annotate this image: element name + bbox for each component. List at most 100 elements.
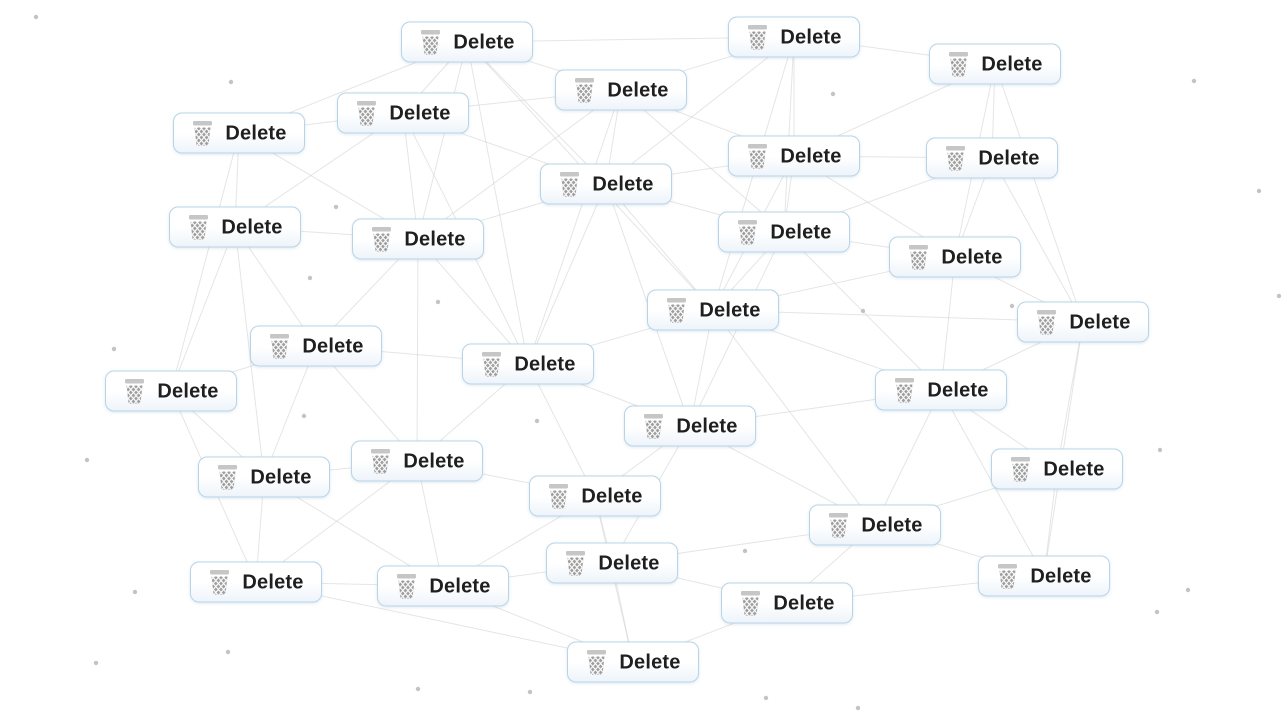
- trash-icon-glyph: [421, 30, 441, 55]
- delete-button[interactable]: Delete: [728, 16, 860, 58]
- trash-icon-glyph: [193, 121, 213, 146]
- trash-icon: [665, 297, 688, 324]
- delete-button[interactable]: Delete: [198, 456, 330, 498]
- delete-button[interactable]: Delete: [721, 582, 853, 624]
- delete-button-label: Delete: [699, 299, 761, 321]
- trash-icon: [996, 563, 1019, 590]
- delete-button[interactable]: Delete: [991, 448, 1123, 490]
- trash-icon-glyph: [482, 352, 502, 377]
- trash-icon: [736, 219, 759, 246]
- trash-icon: [191, 120, 214, 147]
- trash-icon-glyph: [218, 465, 238, 490]
- delete-button-label: Delete: [453, 31, 515, 53]
- trash-icon: [480, 351, 503, 378]
- delete-button-label: Delete: [404, 228, 466, 250]
- trash-icon-glyph: [667, 298, 687, 323]
- trash-icon: [746, 143, 769, 170]
- delete-button[interactable]: Delete: [401, 21, 533, 63]
- delete-button[interactable]: Delete: [929, 43, 1061, 85]
- trash-icon: [547, 483, 570, 510]
- delete-button-label: Delete: [157, 380, 219, 402]
- delete-button-label: Delete: [242, 571, 304, 593]
- delete-button-label: Delete: [403, 450, 465, 472]
- trash-icon: [216, 464, 239, 491]
- trash-icon: [187, 214, 210, 241]
- trash-icon-glyph: [741, 591, 761, 616]
- trash-icon-glyph: [1011, 457, 1031, 482]
- delete-button-label: Delete: [389, 102, 451, 124]
- trash-icon: [827, 512, 850, 539]
- delete-button[interactable]: Delete: [624, 405, 756, 447]
- trash-icon: [268, 333, 291, 360]
- trash-icon-glyph: [748, 25, 768, 50]
- trash-icon-glyph: [738, 220, 758, 245]
- delete-button-label: Delete: [773, 592, 835, 614]
- delete-button-label: Delete: [941, 246, 1003, 268]
- trash-icon-glyph: [895, 378, 915, 403]
- delete-button-label: Delete: [1030, 565, 1092, 587]
- trash-icon-glyph: [998, 564, 1018, 589]
- delete-button-label: Delete: [225, 122, 287, 144]
- delete-button-label: Delete: [780, 26, 842, 48]
- trash-icon: [573, 77, 596, 104]
- delete-button-label: Delete: [770, 221, 832, 243]
- trash-icon-glyph: [748, 144, 768, 169]
- delete-button[interactable]: Delete: [169, 206, 301, 248]
- delete-button[interactable]: Delete: [978, 555, 1110, 597]
- delete-button[interactable]: Delete: [926, 137, 1058, 179]
- delete-button[interactable]: Delete: [529, 475, 661, 517]
- trash-icon-glyph: [575, 78, 595, 103]
- trash-icon-glyph: [560, 172, 580, 197]
- delete-button-label: Delete: [607, 79, 669, 101]
- delete-button[interactable]: Delete: [718, 211, 850, 253]
- delete-button[interactable]: Delete: [250, 325, 382, 367]
- delete-button[interactable]: Delete: [809, 504, 941, 546]
- delete-button[interactable]: Delete: [647, 289, 779, 331]
- trash-icon-glyph: [270, 334, 290, 359]
- delete-button-label: Delete: [861, 514, 923, 536]
- delete-button[interactable]: Delete: [875, 369, 1007, 411]
- trash-icon: [739, 590, 762, 617]
- trash-icon: [893, 377, 916, 404]
- trash-icon-glyph: [397, 574, 417, 599]
- delete-button[interactable]: Delete: [728, 135, 860, 177]
- trash-icon-glyph: [566, 551, 586, 576]
- delete-button[interactable]: Delete: [351, 440, 483, 482]
- trash-icon-glyph: [357, 101, 377, 126]
- trash-icon-glyph: [189, 215, 209, 240]
- delete-button-label: Delete: [250, 466, 312, 488]
- trash-icon: [370, 226, 393, 253]
- trash-icon-glyph: [644, 414, 664, 439]
- delete-button-label: Delete: [780, 145, 842, 167]
- delete-button[interactable]: Delete: [889, 236, 1021, 278]
- delete-button-label: Delete: [429, 575, 491, 597]
- delete-button[interactable]: Delete: [540, 163, 672, 205]
- trash-icon: [369, 448, 392, 475]
- trash-icon: [355, 100, 378, 127]
- delete-button[interactable]: Delete: [190, 561, 322, 603]
- delete-button-label: Delete: [592, 173, 654, 195]
- delete-button[interactable]: Delete: [377, 565, 509, 607]
- delete-button[interactable]: Delete: [173, 112, 305, 154]
- delete-button[interactable]: Delete: [352, 218, 484, 260]
- delete-button[interactable]: Delete: [1017, 301, 1149, 343]
- trash-icon-glyph: [210, 570, 230, 595]
- trash-icon-glyph: [549, 484, 569, 509]
- trash-icon: [642, 413, 665, 440]
- delete-button[interactable]: Delete: [462, 343, 594, 385]
- trash-icon-glyph: [372, 227, 392, 252]
- delete-button[interactable]: Delete: [567, 641, 699, 683]
- trash-icon: [208, 569, 231, 596]
- trash-icon: [944, 145, 967, 172]
- delete-button[interactable]: Delete: [337, 92, 469, 134]
- trash-icon-glyph: [125, 379, 145, 404]
- delete-button-label: Delete: [221, 216, 283, 238]
- delete-button-label: Delete: [598, 552, 660, 574]
- trash-icon: [419, 29, 442, 56]
- trash-icon: [123, 378, 146, 405]
- delete-button-label: Delete: [514, 353, 576, 375]
- delete-button[interactable]: Delete: [546, 542, 678, 584]
- delete-button[interactable]: Delete: [555, 69, 687, 111]
- delete-button-label: Delete: [302, 335, 364, 357]
- delete-button[interactable]: Delete: [105, 370, 237, 412]
